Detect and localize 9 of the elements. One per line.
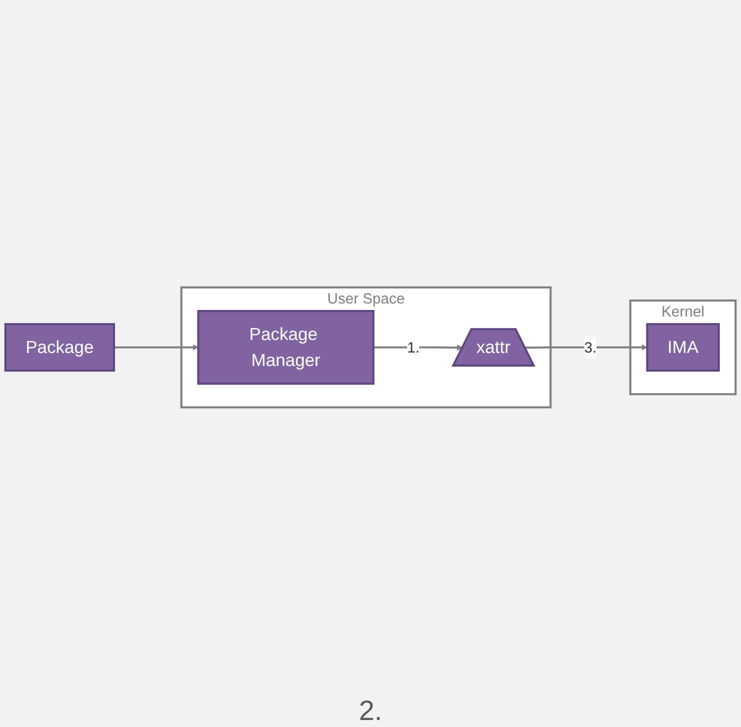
edge-label: 1. <box>407 339 420 356</box>
arrow <box>524 344 648 350</box>
arrow <box>373 344 463 351</box>
step-number: 2. <box>358 695 382 726</box>
node-box: IMA <box>646 323 720 372</box>
node-box: Package <box>4 323 115 372</box>
arrow <box>114 344 198 350</box>
edge-label: 3. <box>584 339 597 356</box>
node-box: Package Manager <box>197 310 374 385</box>
